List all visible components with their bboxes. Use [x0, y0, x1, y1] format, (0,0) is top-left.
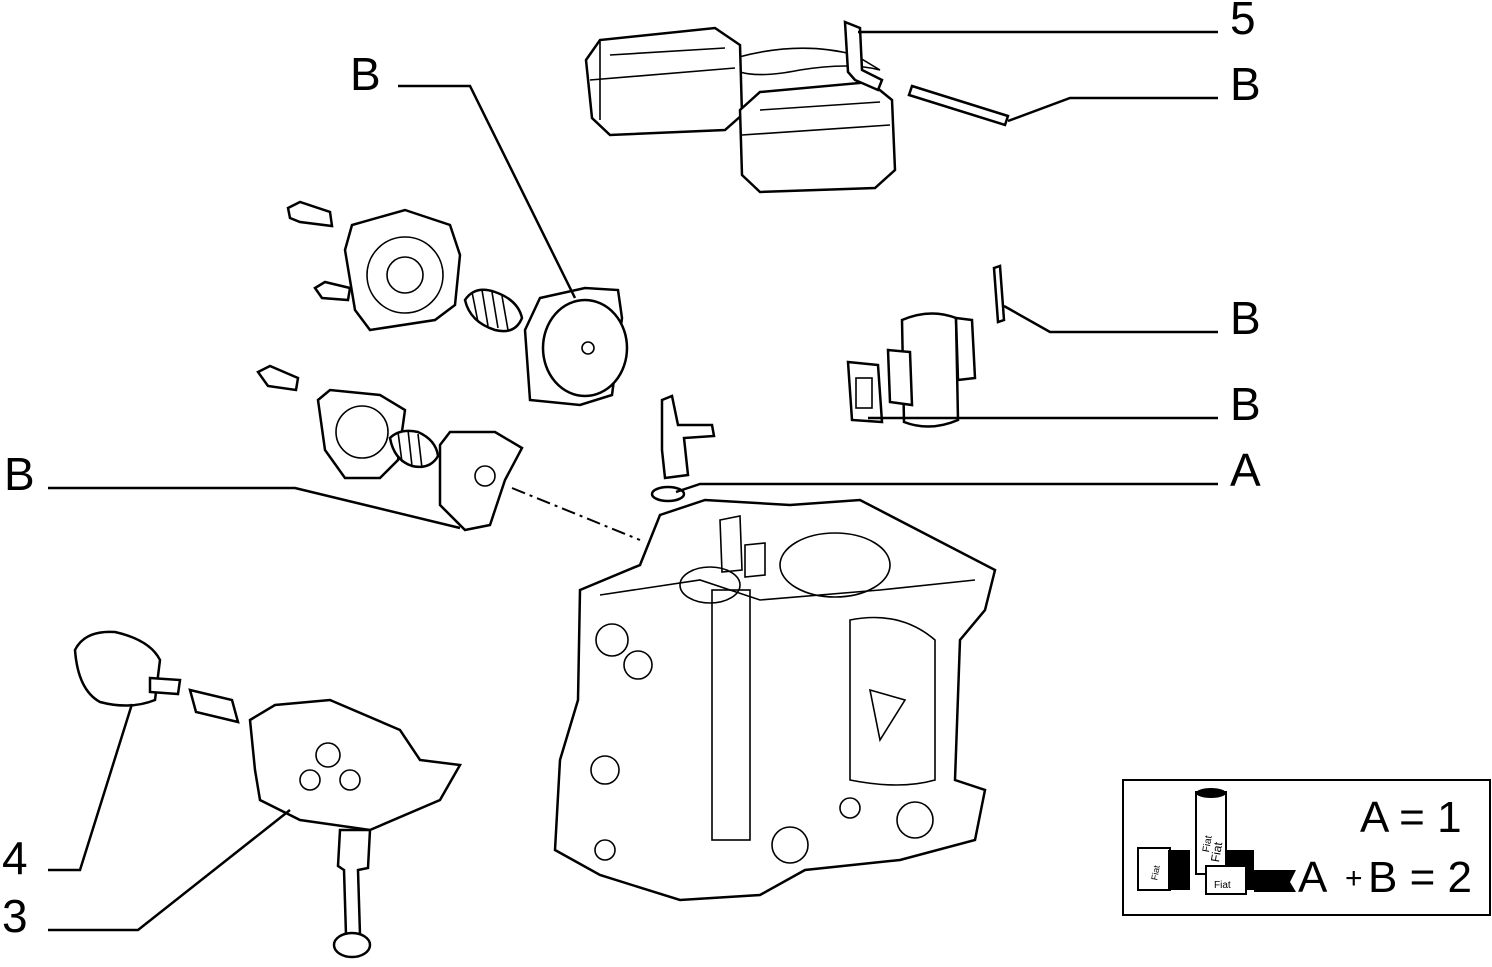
callout-a-washer: A: [1230, 444, 1261, 496]
callout-b-float-pin-right: B: [1230, 292, 1261, 344]
callout-5: 5: [1230, 0, 1256, 44]
kit-label-3: Fiat: [1208, 840, 1225, 863]
assembly-axis-line: [511, 487, 641, 541]
legend-frame: [1122, 779, 1491, 916]
carburetor-body: [553, 498, 997, 902]
callout-b-diaphragm-left: B: [4, 448, 35, 500]
needle-valve-assembly: [846, 264, 1006, 428]
callout-b-needle-seal: B: [1230, 378, 1261, 430]
callout-4: 4: [2, 832, 28, 884]
legend-line-a: A: [1298, 853, 1328, 902]
legend-line-a-equals-1: A = 1: [1360, 793, 1462, 842]
callout-b-float-pin: B: [1230, 58, 1261, 110]
kit-label-2: Fiat: [1201, 835, 1215, 854]
kit-legend: Fiat Fiat Fiat Fiat A = 1 A + B = 2: [1122, 779, 1491, 916]
lower-diaphragm-assembly: [256, 364, 524, 532]
kit-label-1: Fiat: [1149, 864, 1162, 881]
kit-boxes-icon: Fiat Fiat Fiat Fiat: [1137, 788, 1296, 895]
callout-b-diaphragm-top: B: [350, 48, 381, 100]
legend-line-b-equals-2: B = 2: [1368, 853, 1472, 902]
jet-and-washer: [650, 394, 716, 503]
float-assembly: [584, 20, 1010, 194]
legend-line-plus: +: [1345, 862, 1363, 895]
leader-lines: [48, 30, 1218, 932]
kit-label-4: Fiat: [1214, 880, 1231, 891]
fuel-pump-assembly: [73, 630, 463, 959]
callout-3: 3: [2, 890, 28, 942]
callout-labels: 5 B B B B A B 4 3: [2, 0, 1261, 942]
top-diaphragm-assembly: [286, 200, 629, 407]
